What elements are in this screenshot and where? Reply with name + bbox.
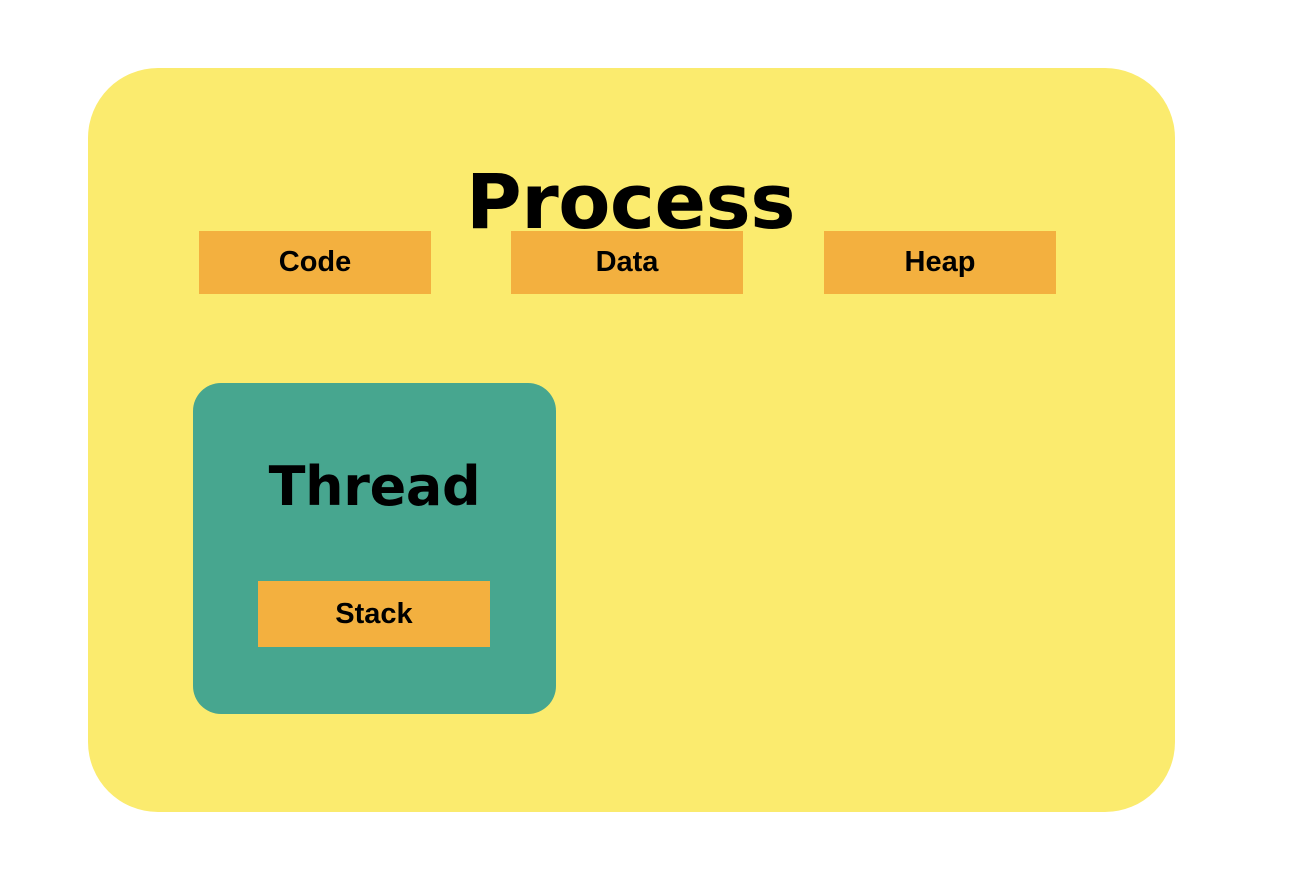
segment-label-data: Data	[595, 246, 659, 278]
segment-label-code: Code	[278, 246, 352, 278]
segment-label-stack: Stack	[335, 597, 413, 630]
process-container: Process Code Data Heap Thread Stack	[88, 68, 1175, 812]
segment-box-data[interactable]: Data	[511, 231, 743, 294]
thread-title: Thread	[268, 455, 481, 518]
segment-label-heap: Heap	[904, 246, 976, 278]
process-title: Process	[466, 157, 795, 246]
segment-box-code[interactable]: Code	[199, 231, 431, 294]
thread-container: Thread Stack	[193, 383, 556, 714]
process-segment-row: Code Data Heap	[199, 231, 1145, 294]
segment-box-heap[interactable]: Heap	[824, 231, 1056, 294]
segment-box-stack[interactable]: Stack	[258, 581, 490, 647]
